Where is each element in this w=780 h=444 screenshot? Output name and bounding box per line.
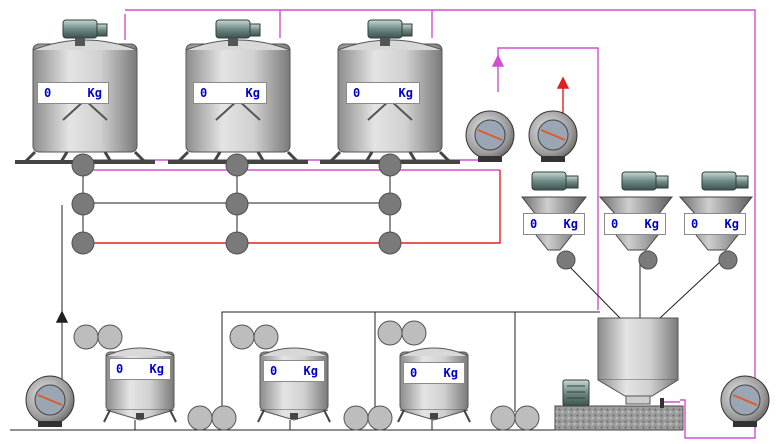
hopper-1-weight[interactable]: 0 Kg	[523, 213, 585, 235]
valve[interactable]	[71, 153, 95, 177]
storage-tank-3[interactable]	[397, 347, 471, 423]
hopper-2-weight[interactable]: 0 Kg	[604, 213, 666, 235]
mixer-1-weight[interactable]: 0 Kg	[37, 82, 109, 104]
pump-feed[interactable]	[25, 375, 75, 427]
fan-icon[interactable]	[490, 405, 540, 431]
storage-tank-1-weight[interactable]: 0 Kg	[109, 358, 171, 380]
hopper-3-weight[interactable]: 0 Kg	[684, 213, 746, 235]
valve[interactable]	[225, 153, 249, 177]
fan-icon[interactable]	[343, 405, 393, 431]
valve[interactable]	[225, 231, 249, 255]
weight-value: 0	[353, 86, 361, 100]
weight-value: 0	[44, 86, 52, 100]
storage-tank-2-weight[interactable]: 0 Kg	[263, 360, 325, 382]
valve[interactable]	[378, 231, 402, 255]
weight-value: 0	[530, 217, 538, 231]
fan-icon[interactable]	[187, 405, 237, 431]
fan-icon[interactable]	[229, 324, 279, 350]
fan-pairs	[73, 320, 540, 431]
valve[interactable]	[71, 231, 95, 255]
agitator-motor-icon	[62, 19, 108, 46]
valve[interactable]	[378, 153, 402, 177]
weight-unit: Kg	[303, 364, 318, 378]
weight-unit: Kg	[398, 86, 413, 100]
fan-icon[interactable]	[73, 324, 123, 350]
valve[interactable]	[378, 192, 402, 216]
weight-unit: Kg	[87, 86, 102, 100]
weight-value: 0	[200, 86, 208, 100]
mixer-2-weight[interactable]: 0 Kg	[193, 82, 267, 104]
motor-icon	[562, 379, 590, 407]
weight-unit: Kg	[563, 217, 578, 231]
weight-value: 0	[270, 364, 278, 378]
weight-unit: Kg	[724, 217, 739, 231]
weight-value: 0	[410, 366, 418, 380]
pump-red[interactable]	[528, 110, 578, 162]
collection-silo[interactable]	[554, 317, 684, 431]
valve[interactable]	[225, 192, 249, 216]
agitator-motor-icon	[215, 19, 261, 46]
weight-unit: Kg	[245, 86, 260, 100]
weight-unit: Kg	[443, 366, 458, 380]
valve-matrix	[71, 153, 402, 255]
pump-magenta[interactable]	[465, 110, 515, 162]
weight-value: 0	[116, 362, 124, 376]
pump-return[interactable]	[720, 375, 770, 427]
mixer-3-weight[interactable]: 0 Kg	[346, 82, 420, 104]
weight-unit: Kg	[644, 217, 659, 231]
valve[interactable]	[71, 192, 95, 216]
agitator-motor-icon	[367, 19, 413, 46]
fan-icon[interactable]	[377, 320, 427, 346]
weight-value: 0	[691, 217, 699, 231]
weight-value: 0	[611, 217, 619, 231]
storage-tank-3-weight[interactable]: 0 Kg	[403, 362, 465, 384]
weight-unit: Kg	[149, 362, 164, 376]
